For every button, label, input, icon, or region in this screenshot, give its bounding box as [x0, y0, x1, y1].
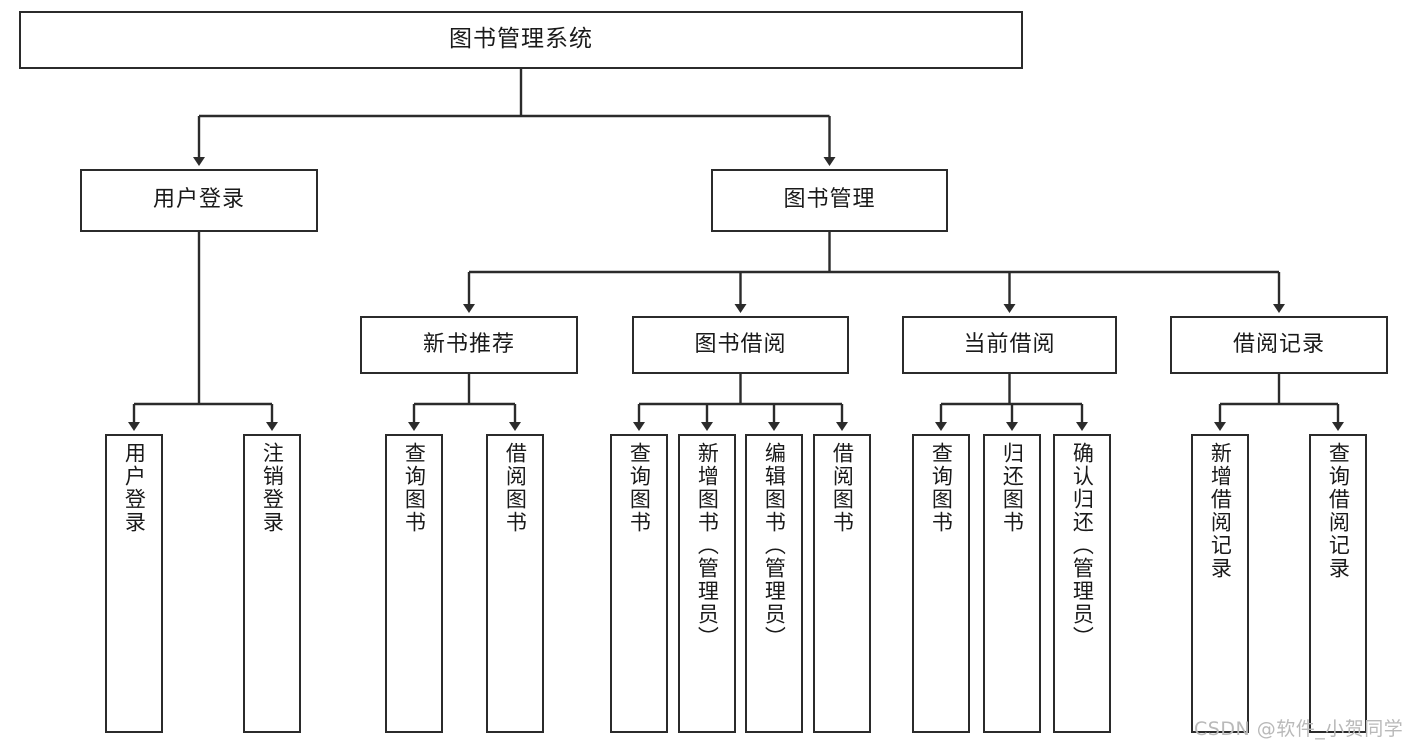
- node-leaf-user-logout[interactable]: 注销登录: [243, 434, 301, 733]
- node-leaf-query-book-3[interactable]: 查询图书: [912, 434, 970, 733]
- node-label: 图书借阅: [694, 331, 787, 357]
- node-label: 新增图书（管理员）: [695, 442, 720, 649]
- node-label: 注销登录: [260, 442, 285, 534]
- node-leaf-add-book[interactable]: 新增图书（管理员）: [678, 434, 736, 733]
- csdn-watermark: CSDN @软件_小贺同学: [1194, 718, 1404, 740]
- node-label: 编辑图书（管理员）: [762, 442, 787, 649]
- node-leaf-edit-book[interactable]: 编辑图书（管理员）: [745, 434, 803, 733]
- node-book-manage[interactable]: 图书管理: [711, 169, 948, 232]
- node-label: 查询图书: [402, 442, 427, 534]
- node-leaf-confirm-return[interactable]: 确认归还（管理员）: [1053, 434, 1111, 733]
- node-leaf-borrow-book-1[interactable]: 借阅图书: [486, 434, 544, 733]
- node-label: 借阅图书: [830, 442, 855, 534]
- node-label: 归还图书: [1000, 442, 1025, 534]
- node-new-book-rec[interactable]: 新书推荐: [360, 316, 578, 374]
- node-leaf-return-book[interactable]: 归还图书: [983, 434, 1041, 733]
- node-label: 图书管理: [783, 187, 876, 213]
- node-label: 用户登录: [122, 442, 147, 534]
- node-current-borrow[interactable]: 当前借阅: [902, 316, 1117, 374]
- node-label: 查询借阅记录: [1326, 442, 1351, 580]
- node-root[interactable]: 图书管理系统: [19, 11, 1023, 69]
- node-book-borrow[interactable]: 图书借阅: [632, 316, 849, 374]
- node-label: 当前借阅: [963, 331, 1056, 357]
- node-leaf-query-record[interactable]: 查询借阅记录: [1309, 434, 1367, 733]
- node-label: 确认归还（管理员）: [1070, 442, 1095, 649]
- node-label: 借阅记录: [1232, 331, 1325, 357]
- node-label: 查询图书: [929, 442, 954, 534]
- node-label: 新书推荐: [422, 331, 515, 357]
- node-label: 图书管理系统: [449, 26, 593, 53]
- node-user-login[interactable]: 用户登录: [80, 169, 318, 232]
- node-label: 新增借阅记录: [1208, 442, 1233, 580]
- node-leaf-user-login[interactable]: 用户登录: [105, 434, 163, 733]
- node-label: 查询图书: [627, 442, 652, 534]
- node-leaf-borrow-book-2[interactable]: 借阅图书: [813, 434, 871, 733]
- node-leaf-query-book-2[interactable]: 查询图书: [610, 434, 668, 733]
- node-leaf-query-book-1[interactable]: 查询图书: [385, 434, 443, 733]
- node-leaf-add-record[interactable]: 新增借阅记录: [1191, 434, 1249, 733]
- node-borrow-record[interactable]: 借阅记录: [1170, 316, 1388, 374]
- node-label: 借阅图书: [503, 442, 528, 534]
- node-label: 用户登录: [152, 187, 245, 213]
